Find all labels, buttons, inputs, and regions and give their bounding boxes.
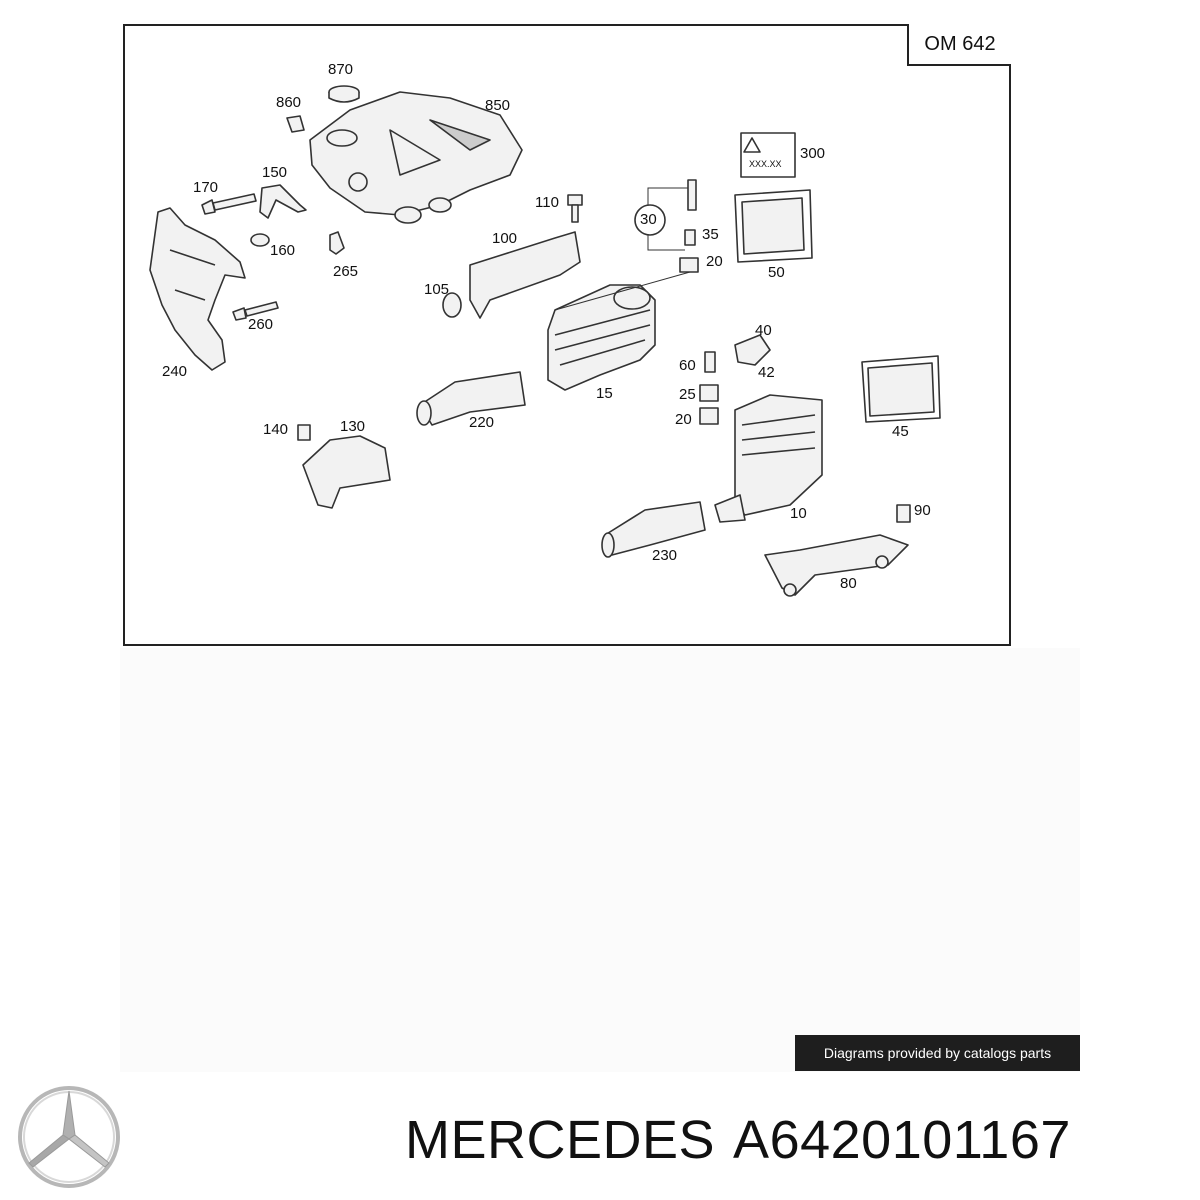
callout-130: 130 [340,418,366,435]
callout-60: 60 [679,357,696,374]
callout-870: 870 [328,61,354,78]
intake-duct [419,371,526,426]
callout-20-lower: 20 [675,411,692,428]
mounting-bracket [469,231,581,319]
label-part-number: XXX.XX [749,159,782,169]
callout-10: 10 [790,505,807,522]
callout-90: 90 [914,502,931,519]
callout-240: 240 [162,363,188,380]
callout-100: 100 [492,230,518,247]
callout-45: 45 [892,423,909,440]
callout-25: 25 [679,386,696,403]
callout-265: 265 [333,263,359,280]
heat-shield [149,207,246,371]
callout-150: 150 [262,164,288,181]
callout-15: 15 [596,385,613,402]
background-panel [120,648,1080,1072]
callout-80: 80 [840,575,857,592]
callout-220: 220 [469,414,495,431]
bracket [259,184,307,219]
part-number: A6420101167 [733,1110,1071,1170]
callout-170: 170 [193,179,219,196]
brand-name: MERCEDES [405,1110,716,1170]
callout-30: 30 [640,211,657,228]
callout-20-upper: 20 [706,253,723,270]
credit-banner: Diagrams provided by catalogs parts [795,1035,1080,1071]
callout-230: 230 [652,547,678,564]
bolt [201,199,216,215]
callout-40: 40 [755,322,772,339]
callout-260: 260 [248,316,274,333]
product-caption: MERCEDES A6420101167 [405,1108,1089,1172]
mercedes-star-icon [18,1086,120,1188]
callout-860: 860 [276,94,302,111]
callout-300: 300 [800,145,826,162]
callout-42: 42 [758,364,775,381]
callout-35: 35 [702,226,719,243]
callout-50: 50 [768,264,785,281]
callout-105: 105 [424,281,450,298]
callout-850: 850 [485,97,511,114]
grommet [286,115,305,133]
engine-model-tag: OM 642 [907,24,1011,66]
heat-shield-small [302,435,391,509]
callout-160: 160 [270,242,296,259]
callout-110: 110 [535,194,559,211]
callout-140: 140 [263,421,289,438]
